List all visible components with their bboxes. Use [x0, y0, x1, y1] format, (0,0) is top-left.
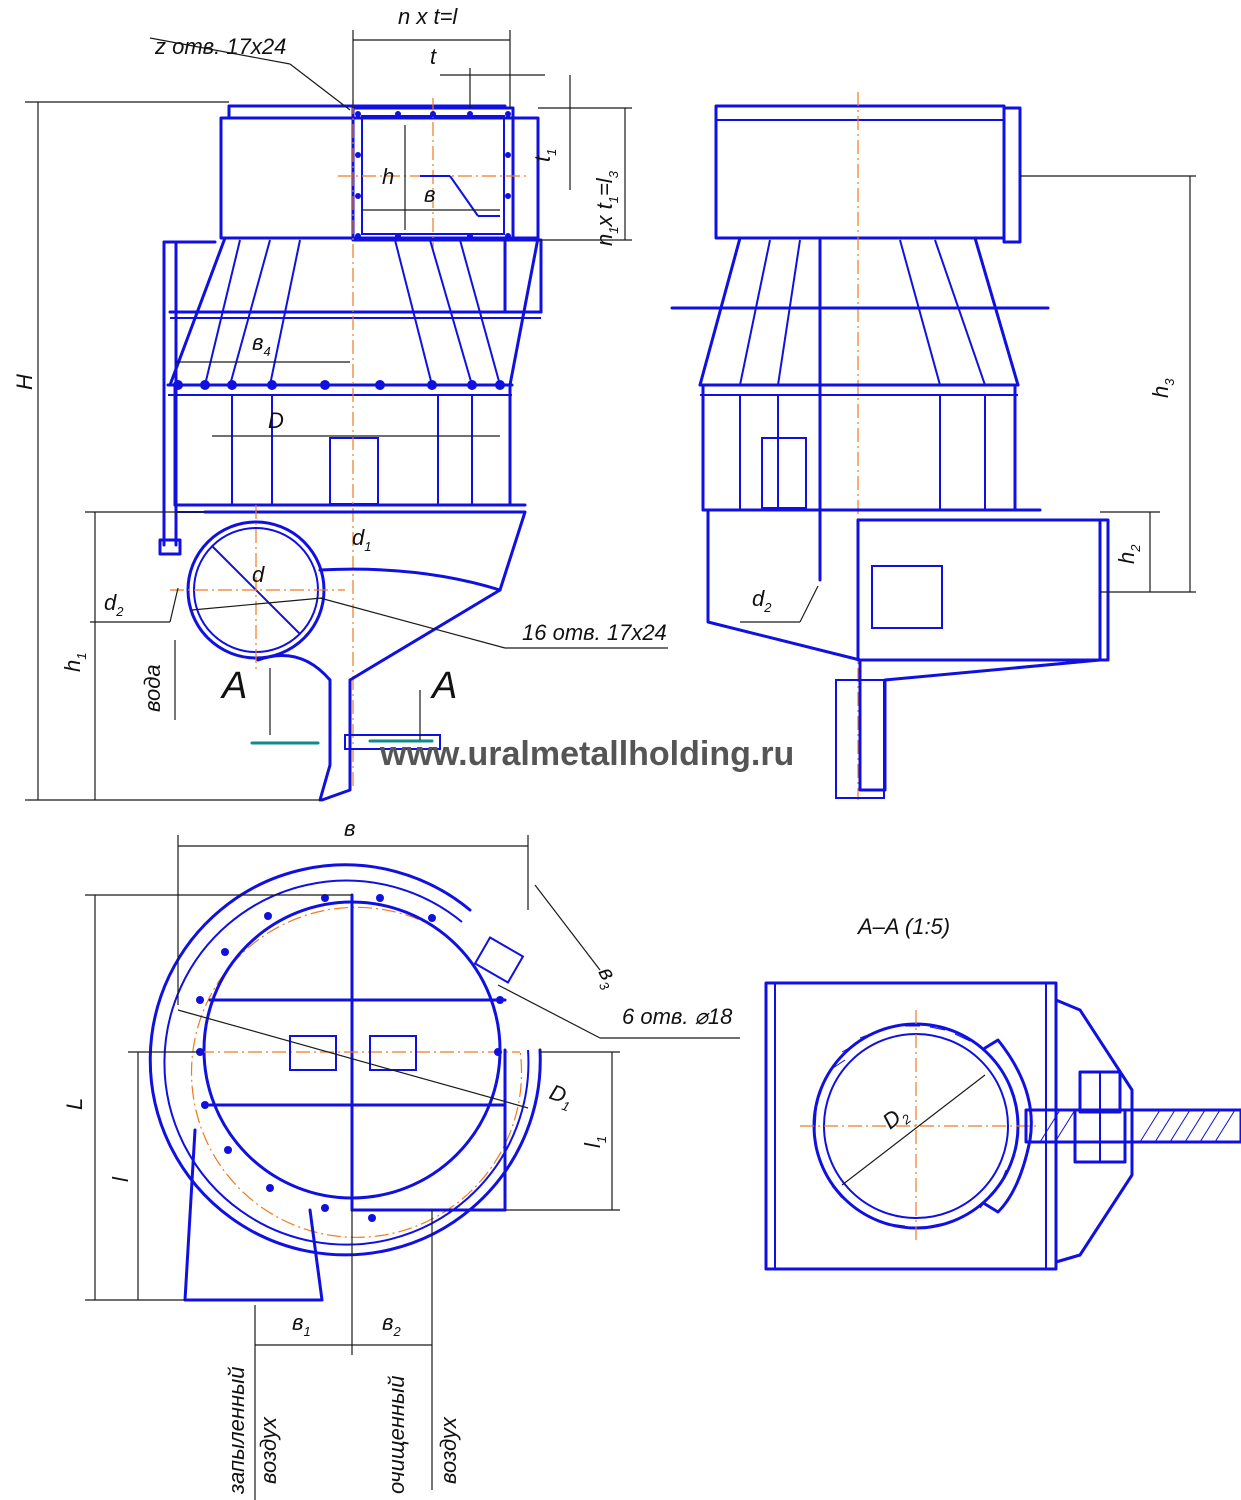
svg-text:l1: l1	[580, 1136, 609, 1148]
label-n1t1: n	[592, 234, 617, 246]
svg-text:h3: h3	[1148, 378, 1177, 398]
side-labels: h3 h2 d2	[752, 378, 1177, 615]
label-b2: в	[382, 1310, 393, 1335]
label-B-top: в	[344, 816, 355, 841]
svg-text:D1: D1	[545, 1079, 577, 1114]
plan-dimensions	[85, 835, 740, 1500]
svg-text:d1: d1	[352, 525, 371, 554]
label-16-holes: 16 отв. 17x24	[522, 620, 667, 645]
label-n-t: n x t=l	[398, 4, 458, 29]
label-l1: l	[580, 1142, 605, 1148]
label-d: d	[252, 562, 265, 587]
label-dusty-1: запыленный	[224, 1366, 249, 1495]
plan-view	[148, 863, 542, 1302]
label-clean-1: очищенный	[384, 1376, 409, 1494]
section-aa	[764, 981, 1241, 1271]
label-l: l	[108, 1176, 133, 1182]
svg-text:t1: t1	[530, 149, 559, 162]
label-t: t	[430, 44, 437, 69]
label-6-holes: 6 отв. ⌀18	[622, 1004, 733, 1029]
side-dimensions	[740, 175, 1196, 623]
label-dusty-2: воздух	[256, 1416, 281, 1484]
label-clean-2: воздух	[436, 1416, 461, 1484]
svg-text:h2: h2	[1114, 544, 1143, 564]
label-A-left: A	[220, 665, 247, 707]
label-H: H	[12, 374, 37, 390]
label-d1: d	[352, 525, 365, 550]
label-b: в	[424, 182, 435, 207]
label-D: D	[268, 408, 284, 433]
label-b4: в	[252, 330, 263, 355]
label-d2-right: d	[752, 586, 765, 611]
label-h3: h	[1148, 386, 1173, 398]
watermark: www.uralmetallholding.ru	[379, 735, 794, 773]
label-t1: t	[530, 155, 555, 162]
label-h1: h	[60, 660, 85, 672]
front-labels: n x t=l z отв. 17x24 t h в t1 n1x t1=l3 …	[12, 4, 667, 712]
svg-text:в4: в4	[252, 330, 271, 359]
svg-text:h1: h1	[60, 653, 89, 672]
label-d2-left: d	[104, 590, 117, 615]
svg-text:D2: D2	[878, 1100, 915, 1138]
flange-holes	[355, 111, 511, 239]
svg-text:d2: d2	[104, 590, 124, 619]
label-voda: вода	[140, 664, 165, 712]
svg-text:в3: в3	[590, 962, 625, 993]
svg-text:d2: d2	[752, 586, 772, 615]
front-view	[158, 98, 543, 802]
label-A-right: A	[430, 665, 457, 707]
rod-hatch	[1039, 1109, 1236, 1143]
section-title: A–A (1:5)	[856, 914, 950, 939]
side-view	[670, 92, 1110, 800]
pipe-hatch	[814, 1025, 1007, 1228]
label-h: h	[382, 164, 394, 189]
label-L: L	[62, 1098, 87, 1110]
label-b1: в	[292, 1310, 303, 1335]
ring-bolts	[196, 894, 504, 1222]
front-dimensions	[25, 30, 668, 801]
svg-text:в2: в2	[382, 1310, 401, 1339]
plan-labels: в в3 6 отв. ⌀18 D1 L l l1 в1 в2 запыленн…	[62, 816, 733, 1495]
label-h2: h	[1114, 552, 1139, 564]
svg-text:в1: в1	[292, 1310, 311, 1339]
label-z-holes: z отв. 17x24	[154, 34, 286, 59]
rail-bolts	[173, 380, 505, 390]
svg-text:n1x t1=l3: n1x t1=l3	[592, 170, 621, 246]
